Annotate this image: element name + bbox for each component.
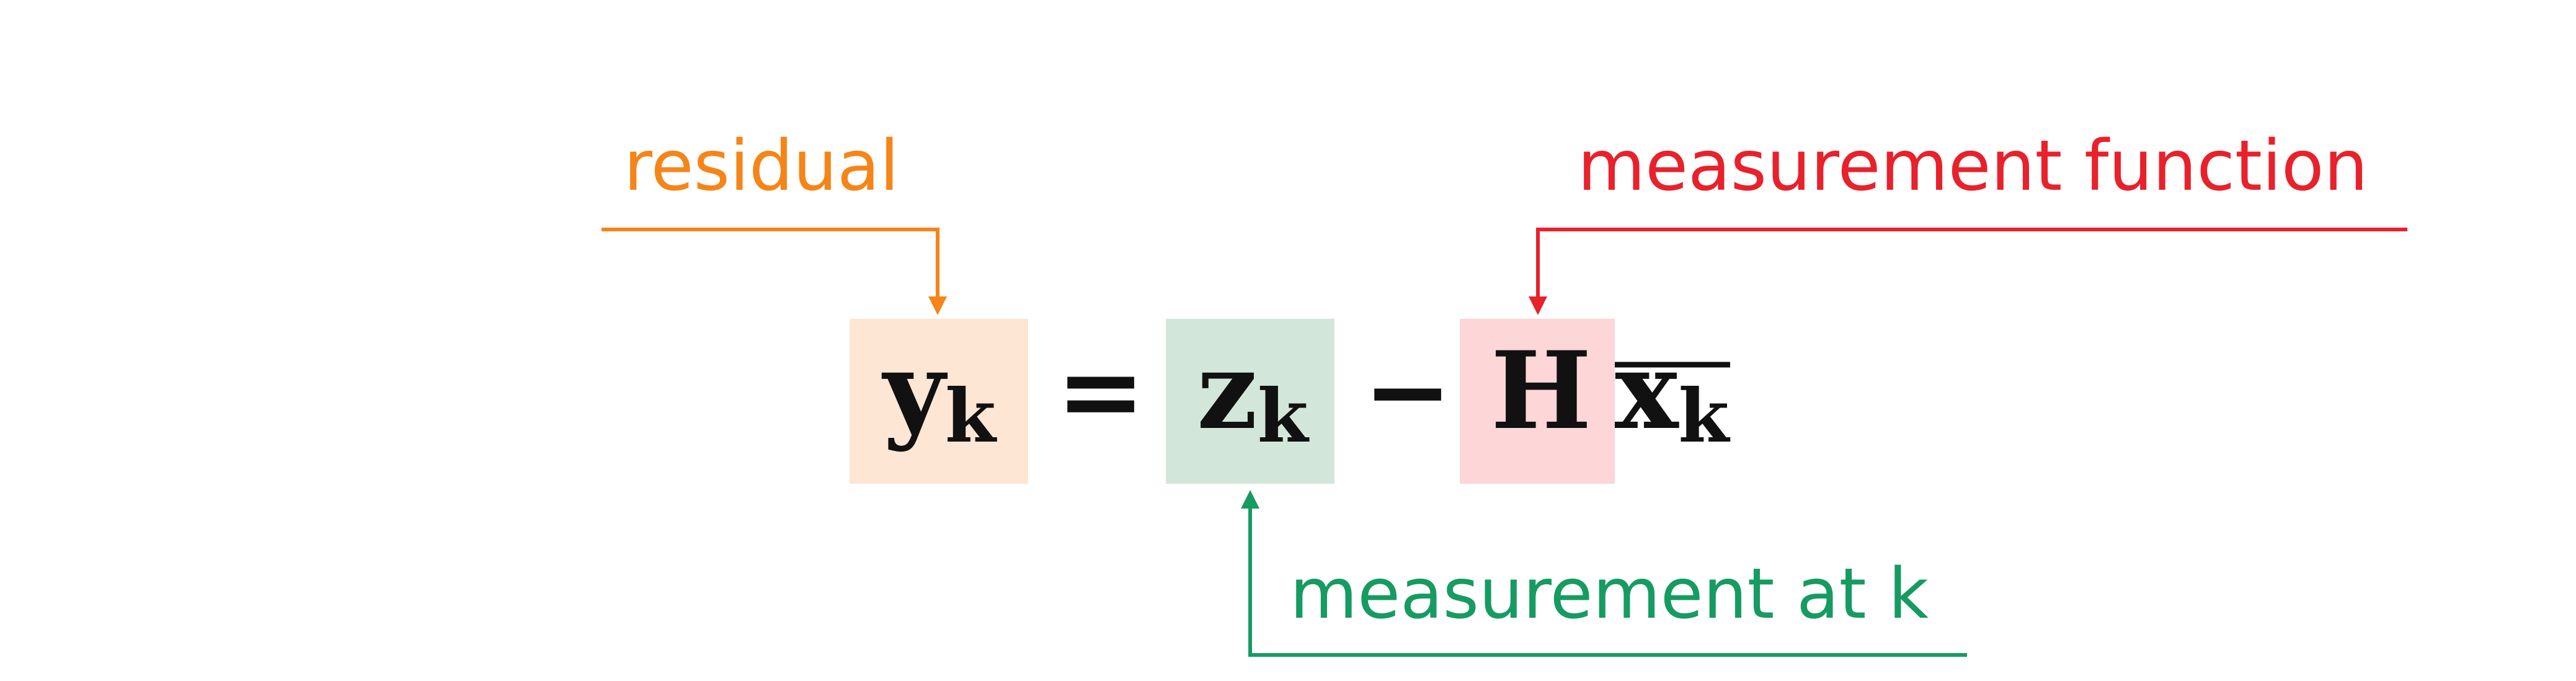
measurement-at-k-label: measurement at k (1290, 554, 1929, 634)
measurement-matrix-symbol: H (1491, 327, 1592, 453)
residual-symbol-subscript: k (945, 373, 997, 459)
residual-box (850, 319, 1028, 484)
measurement-function-arrow (1529, 228, 2407, 315)
residual-symbol: yk (881, 327, 997, 459)
residual-annotation: residual (602, 126, 947, 315)
state-estimate-symbol-base: x (1615, 327, 1679, 453)
residual-symbol-base: y (881, 327, 948, 453)
measurement-function-label: measurement function (1578, 126, 2368, 207)
residual-arrow (602, 228, 947, 315)
measurement-symbol-base: z (1197, 327, 1258, 453)
measurement-function-annotation: measurement function (1529, 126, 2407, 315)
measurement-at-k-annotation: measurement at k (1241, 490, 1967, 657)
measurement-box (1166, 319, 1335, 484)
state-estimate-symbol: xk (1615, 327, 1731, 459)
measurement-at-k-arrow (1241, 490, 1967, 657)
equals-sign: = (1056, 327, 1145, 453)
equation: yk = zk − H xk (881, 327, 1731, 459)
residual-label: residual (624, 126, 899, 207)
state-estimate-symbol-subscript: k (1679, 373, 1731, 459)
minus-sign: − (1363, 327, 1452, 453)
measurement-symbol-subscript: k (1258, 373, 1310, 459)
measurement-function-box (1460, 319, 1615, 484)
measurement-symbol: zk (1197, 327, 1310, 459)
